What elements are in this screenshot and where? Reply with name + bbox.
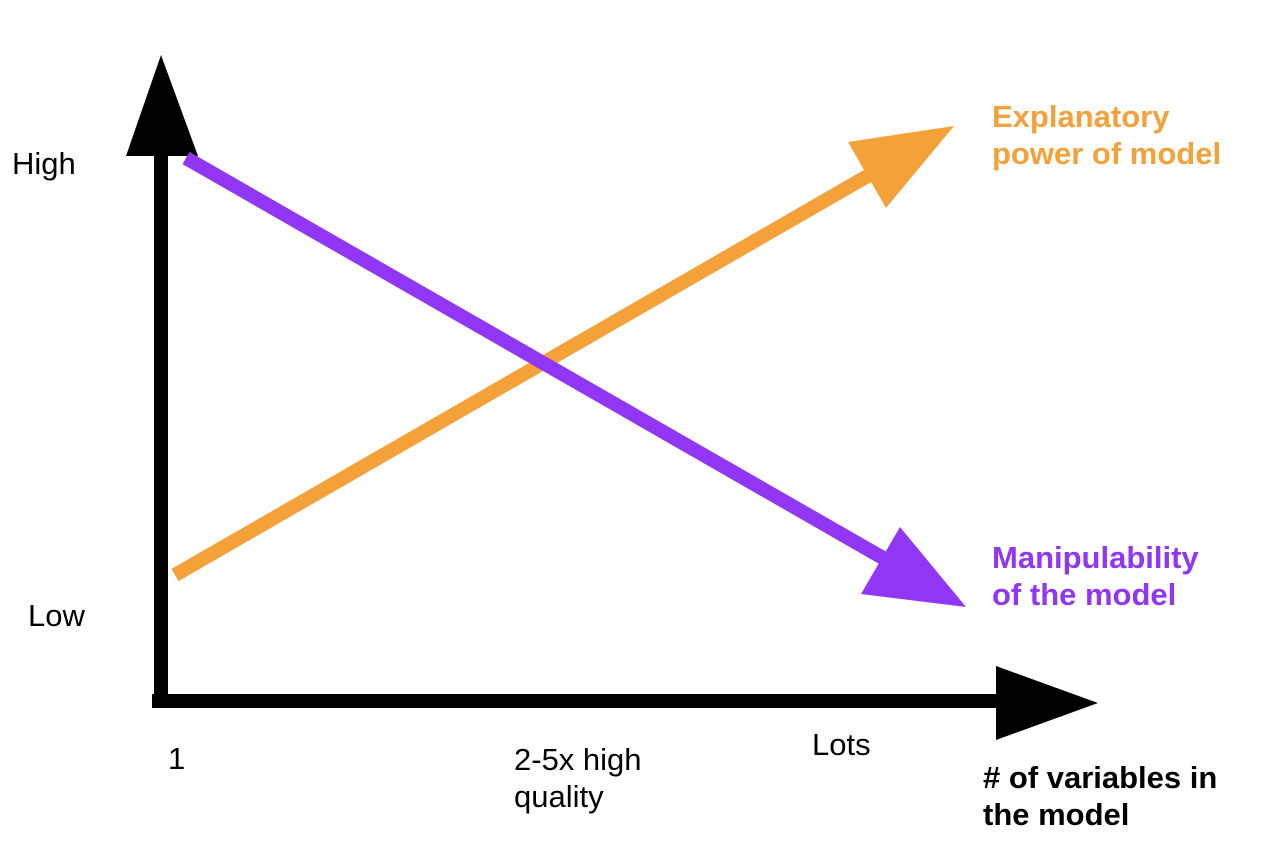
- y-axis-high-label: High: [12, 146, 76, 181]
- manipulability-arrowhead: [861, 527, 966, 607]
- explanatory-power-line: [171, 163, 882, 582]
- explanatory-power-label-line2: power of model: [992, 136, 1222, 171]
- x-axis-arrowhead: [996, 666, 1098, 740]
- explanatory-power-label: Explanatory power of model: [992, 98, 1221, 172]
- explanatory-power-label-line1: Explanatory: [992, 99, 1170, 134]
- manipulability-label: Manipulability of the model: [992, 539, 1199, 613]
- x-axis-title: # of variables in the model: [983, 759, 1217, 833]
- explanatory-power-arrowhead: [848, 126, 954, 208]
- x-tick-mid-line2: quality: [514, 779, 604, 814]
- x-tick-lots: Lots: [812, 727, 871, 762]
- manipulability-line: [182, 151, 894, 569]
- x-axis-title-line1: # of variables in: [983, 760, 1218, 795]
- x-tick-1: 1: [168, 741, 186, 776]
- x-tick-mid: 2-5x high quality: [514, 741, 642, 815]
- y-axis-arrowhead: [126, 55, 198, 156]
- manipulability-label-line1: Manipulability: [992, 540, 1199, 575]
- manipulability-label-line2: of the model: [992, 577, 1177, 612]
- x-tick-mid-line1: 2-5x high: [514, 742, 642, 777]
- y-axis-low-label: Low: [28, 598, 85, 633]
- x-axis-title-line2: the model: [983, 797, 1130, 832]
